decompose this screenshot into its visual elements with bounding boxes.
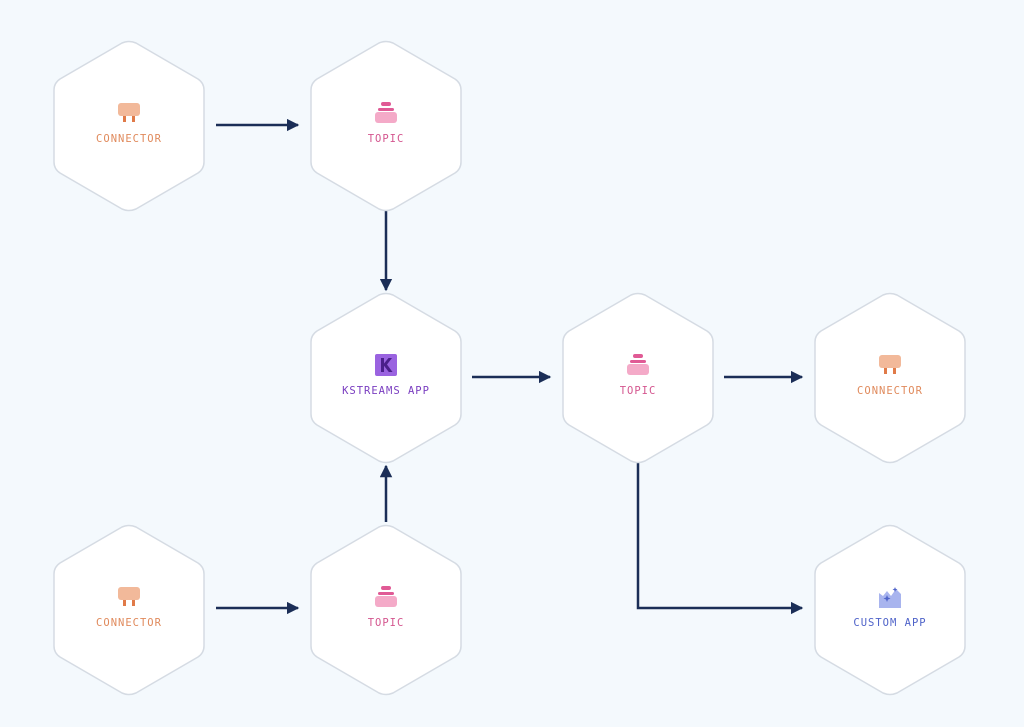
topic-stack-icon	[374, 585, 398, 609]
hexagon-shape	[562, 292, 714, 464]
node-label: CONNECTOR	[96, 133, 162, 145]
node-label: KSTREAMS APP	[342, 385, 430, 397]
node-connector-bottom-left[interactable]: CONNECTOR	[53, 524, 205, 696]
topic-stack-icon	[626, 353, 650, 377]
plug-icon	[117, 585, 141, 609]
custom-app-sparkle-icon	[878, 585, 902, 609]
hexagon-shape	[53, 40, 205, 212]
hexagon-shape	[310, 40, 462, 212]
node-label: CONNECTOR	[857, 385, 923, 397]
node-topic-middle[interactable]: TOPIC	[562, 292, 714, 464]
node-label: CONNECTOR	[96, 617, 162, 629]
node-label: TOPIC	[367, 617, 405, 629]
node-topic-top[interactable]: TOPIC	[310, 40, 462, 212]
plug-icon	[878, 353, 902, 377]
kstreams-k-icon	[374, 353, 398, 377]
edge-topic-middle-to-custom-app	[636, 462, 804, 615]
node-connector-middle-right[interactable]: CONNECTOR	[814, 292, 966, 464]
plug-icon	[117, 101, 141, 125]
hexagon-shape	[310, 524, 462, 696]
hexagon-shape	[53, 524, 205, 696]
hexagon-shape	[814, 292, 966, 464]
node-topic-bottom[interactable]: TOPIC	[310, 524, 462, 696]
node-label: CUSTOM APP	[853, 617, 927, 629]
node-label: TOPIC	[619, 385, 657, 397]
hexagon-shape	[310, 292, 462, 464]
topic-stack-icon	[374, 101, 398, 125]
node-label: TOPIC	[367, 133, 405, 145]
hexagon-shape	[814, 524, 966, 696]
node-kstreams-app[interactable]: KSTREAMS APP	[310, 292, 462, 464]
node-connector-top-left[interactable]: CONNECTOR	[53, 40, 205, 212]
node-custom-app[interactable]: CUSTOM APP	[814, 524, 966, 696]
